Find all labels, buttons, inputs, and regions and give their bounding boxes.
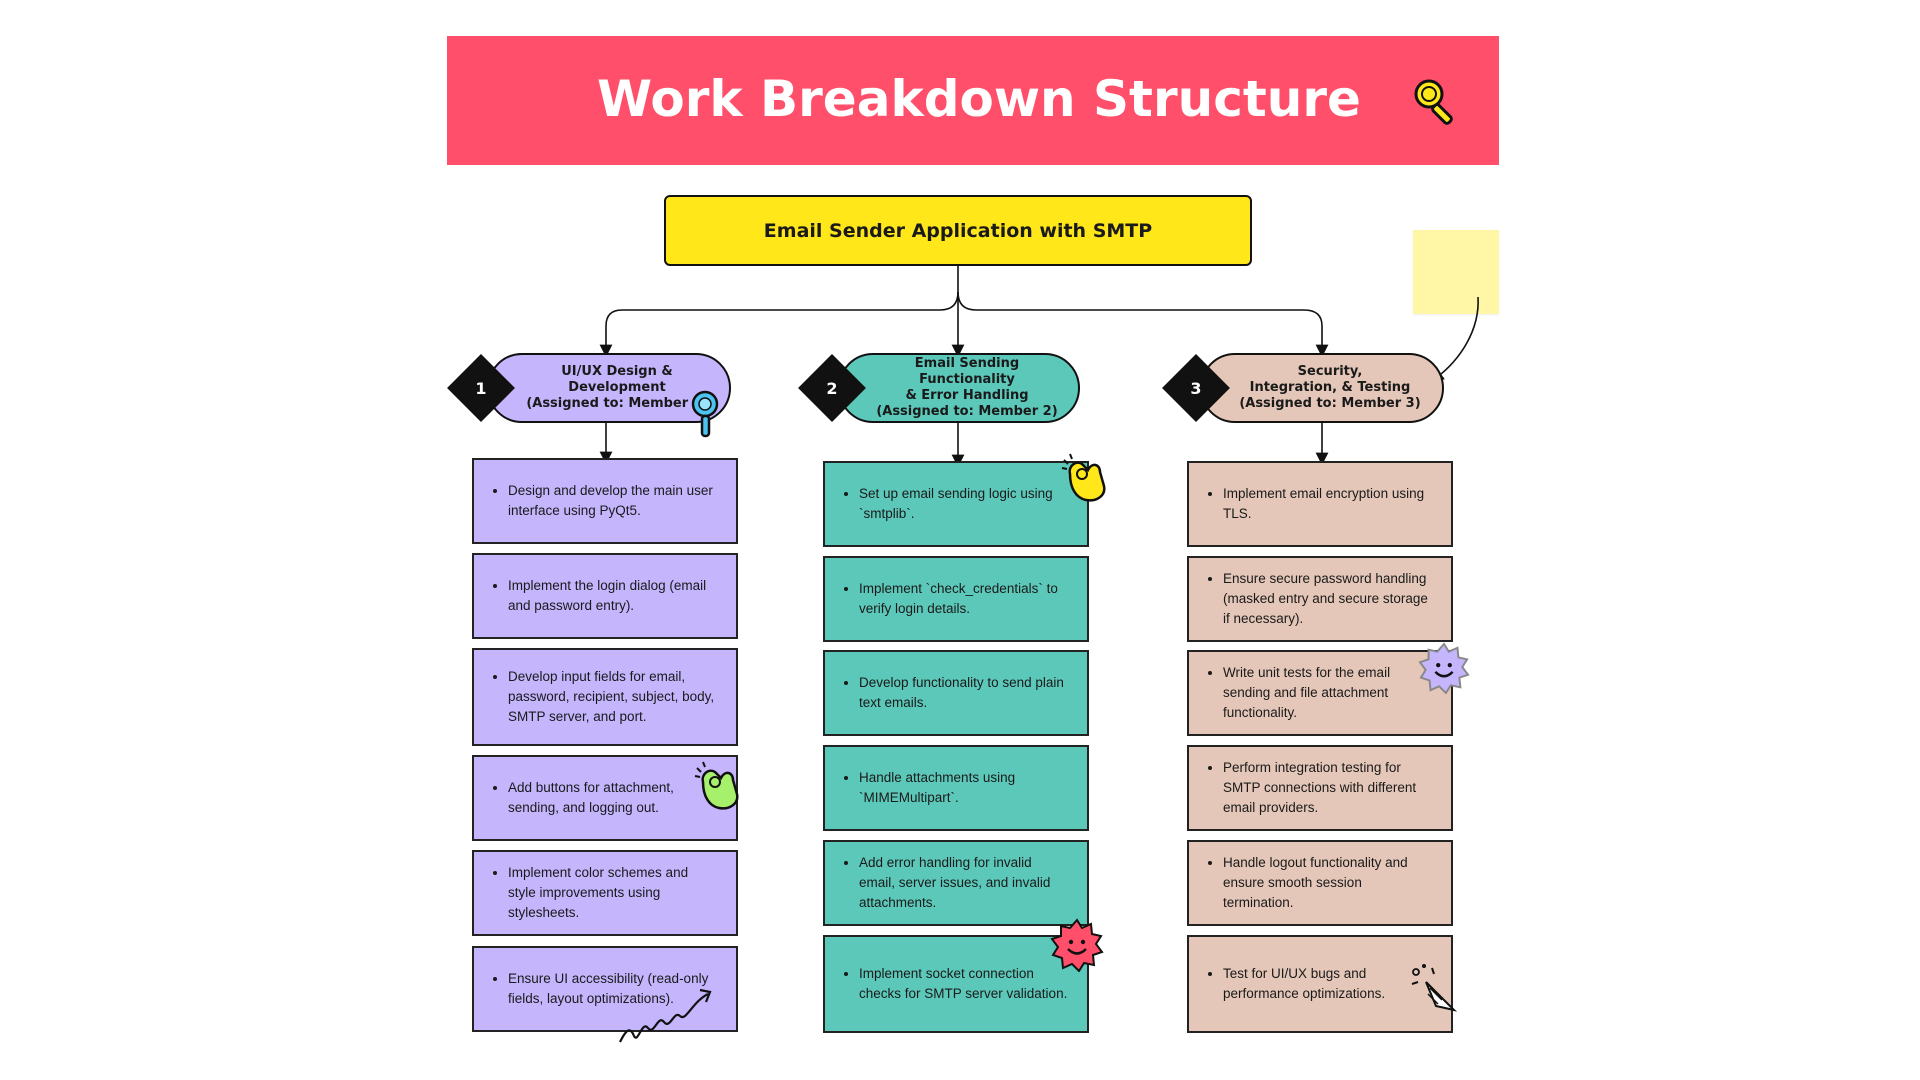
- branch-2-label: Email Sending Functionality & Error Hand…: [876, 356, 1058, 419]
- task-text: Ensure UI accessibility (read-only field…: [508, 969, 718, 1009]
- task-card: Implement the login dialog (email and pa…: [472, 553, 738, 639]
- task-text: Develop functionality to send plain text…: [859, 673, 1069, 713]
- task-text: Develop input fields for email, password…: [508, 667, 718, 727]
- task-text: Test for UI/UX bugs and performance opti…: [1223, 964, 1433, 1004]
- task-card: Ensure secure password handling (masked …: [1187, 556, 1453, 642]
- root-node: Email Sender Application with SMTP: [664, 195, 1252, 266]
- task-text: Handle logout functionality and ensure s…: [1223, 853, 1433, 913]
- branch-3-node: Security, Integration, & Testing (Assign…: [1200, 353, 1444, 423]
- magnifier-icon: [1414, 79, 1453, 125]
- task-card: Implement email encryption using TLS.: [1187, 461, 1453, 547]
- task-text: Implement color schemes and style improv…: [508, 863, 718, 923]
- task-card: Perform integration testing for SMTP con…: [1187, 745, 1453, 831]
- task-card: Write unit tests for the email sending a…: [1187, 650, 1453, 736]
- branch-3-number: 3: [1190, 378, 1202, 398]
- branch-1-label: UI/UX Design & Development (Assigned to:…: [526, 364, 707, 411]
- header-banner: Work Breakdown Structure: [447, 36, 1499, 165]
- task-card: Handle logout functionality and ensure s…: [1187, 840, 1453, 926]
- party-popper-sticker-icon: [1411, 964, 1458, 1012]
- ok-hand-sticker-icon: [694, 761, 739, 810]
- task-text: Design and develop the main user interfa…: [508, 481, 718, 521]
- task-text: Implement the login dialog (email and pa…: [508, 576, 718, 616]
- task-text: Write unit tests for the email sending a…: [1223, 663, 1433, 723]
- ok-hand-sticker-icon: [1061, 453, 1106, 502]
- task-card: Implement `check_credentials` to verify …: [823, 556, 1089, 642]
- squiggle-arrow-icon: [619, 988, 712, 1043]
- branch-2-number: 2: [826, 378, 838, 398]
- task-text: Add error handling for invalid email, se…: [859, 853, 1069, 913]
- task-card: Ensure UI accessibility (read-only field…: [472, 946, 738, 1032]
- branch-2-node: Email Sending Functionality & Error Hand…: [838, 353, 1080, 423]
- task-text: Add buttons for attachment, sending, and…: [508, 778, 718, 818]
- task-card: Test for UI/UX bugs and performance opti…: [1187, 935, 1453, 1033]
- task-card: Implement socket connection checks for S…: [823, 935, 1089, 1033]
- page-title: Work Breakdown Structure: [597, 70, 1361, 128]
- task-card: Implement color schemes and style improv…: [472, 850, 738, 936]
- task-text: Implement `check_credentials` to verify …: [859, 579, 1069, 619]
- task-card: Set up email sending logic using `smtpli…: [823, 461, 1089, 547]
- task-card: Handle attachments using `MIMEMultipart`…: [823, 745, 1089, 831]
- smiley-badge-sticker-icon: [1418, 642, 1470, 694]
- task-text: Implement socket connection checks for S…: [859, 964, 1069, 1004]
- task-text: Perform integration testing for SMTP con…: [1223, 758, 1433, 818]
- branch-3-label: Security, Integration, & Testing (Assign…: [1239, 364, 1421, 411]
- task-text: Implement email encryption using TLS.: [1223, 484, 1433, 524]
- task-text: Set up email sending logic using `smtpli…: [859, 484, 1069, 524]
- task-card: Add buttons for attachment, sending, and…: [472, 755, 738, 841]
- magnifier-sticker-icon: [691, 390, 719, 438]
- task-card: Develop input fields for email, password…: [472, 648, 738, 746]
- branch-1-number: 1: [475, 378, 487, 398]
- sticky-note: [1413, 230, 1499, 314]
- task-card: Design and develop the main user interfa…: [472, 458, 738, 544]
- smiley-badge-sticker-icon: [1050, 918, 1104, 972]
- task-text: Ensure secure password handling (masked …: [1223, 569, 1433, 629]
- task-text: Handle attachments using `MIMEMultipart`…: [859, 768, 1069, 808]
- task-card: Develop functionality to send plain text…: [823, 650, 1089, 736]
- task-card: Add error handling for invalid email, se…: [823, 840, 1089, 926]
